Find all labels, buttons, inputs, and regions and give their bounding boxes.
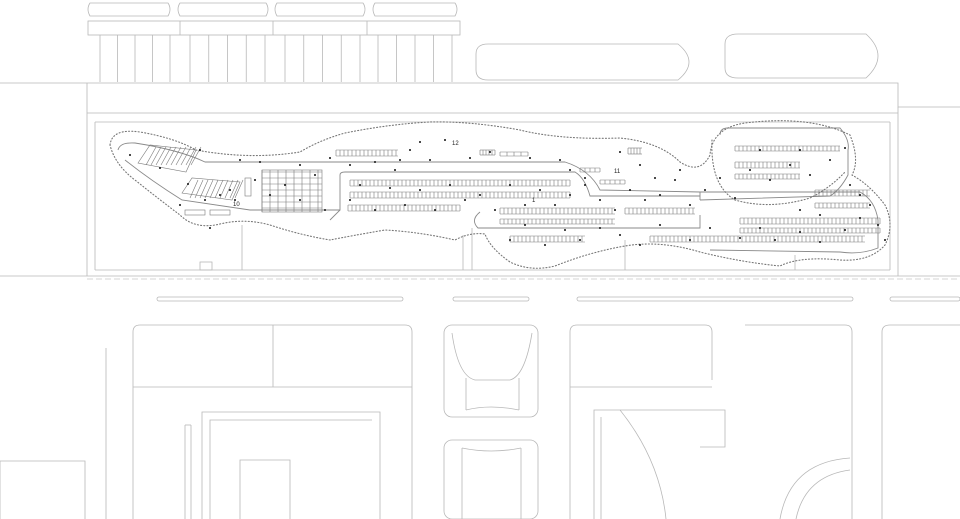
pedestrian-route-boundary <box>109 120 891 269</box>
road-strips <box>156 296 960 302</box>
light-fixtures <box>129 139 886 246</box>
zone-labels: 12 11 10 1 <box>233 141 621 208</box>
label-1: 1 <box>532 198 536 204</box>
label-10: 10 <box>233 202 240 208</box>
label-12: 12 <box>452 141 459 147</box>
drive-aisles <box>117 127 879 254</box>
lower-blocks <box>0 324 960 519</box>
site-boundary <box>0 82 960 280</box>
label-11: 11 <box>614 169 621 175</box>
parking-stalls <box>145 145 881 243</box>
top-structures <box>87 2 879 82</box>
